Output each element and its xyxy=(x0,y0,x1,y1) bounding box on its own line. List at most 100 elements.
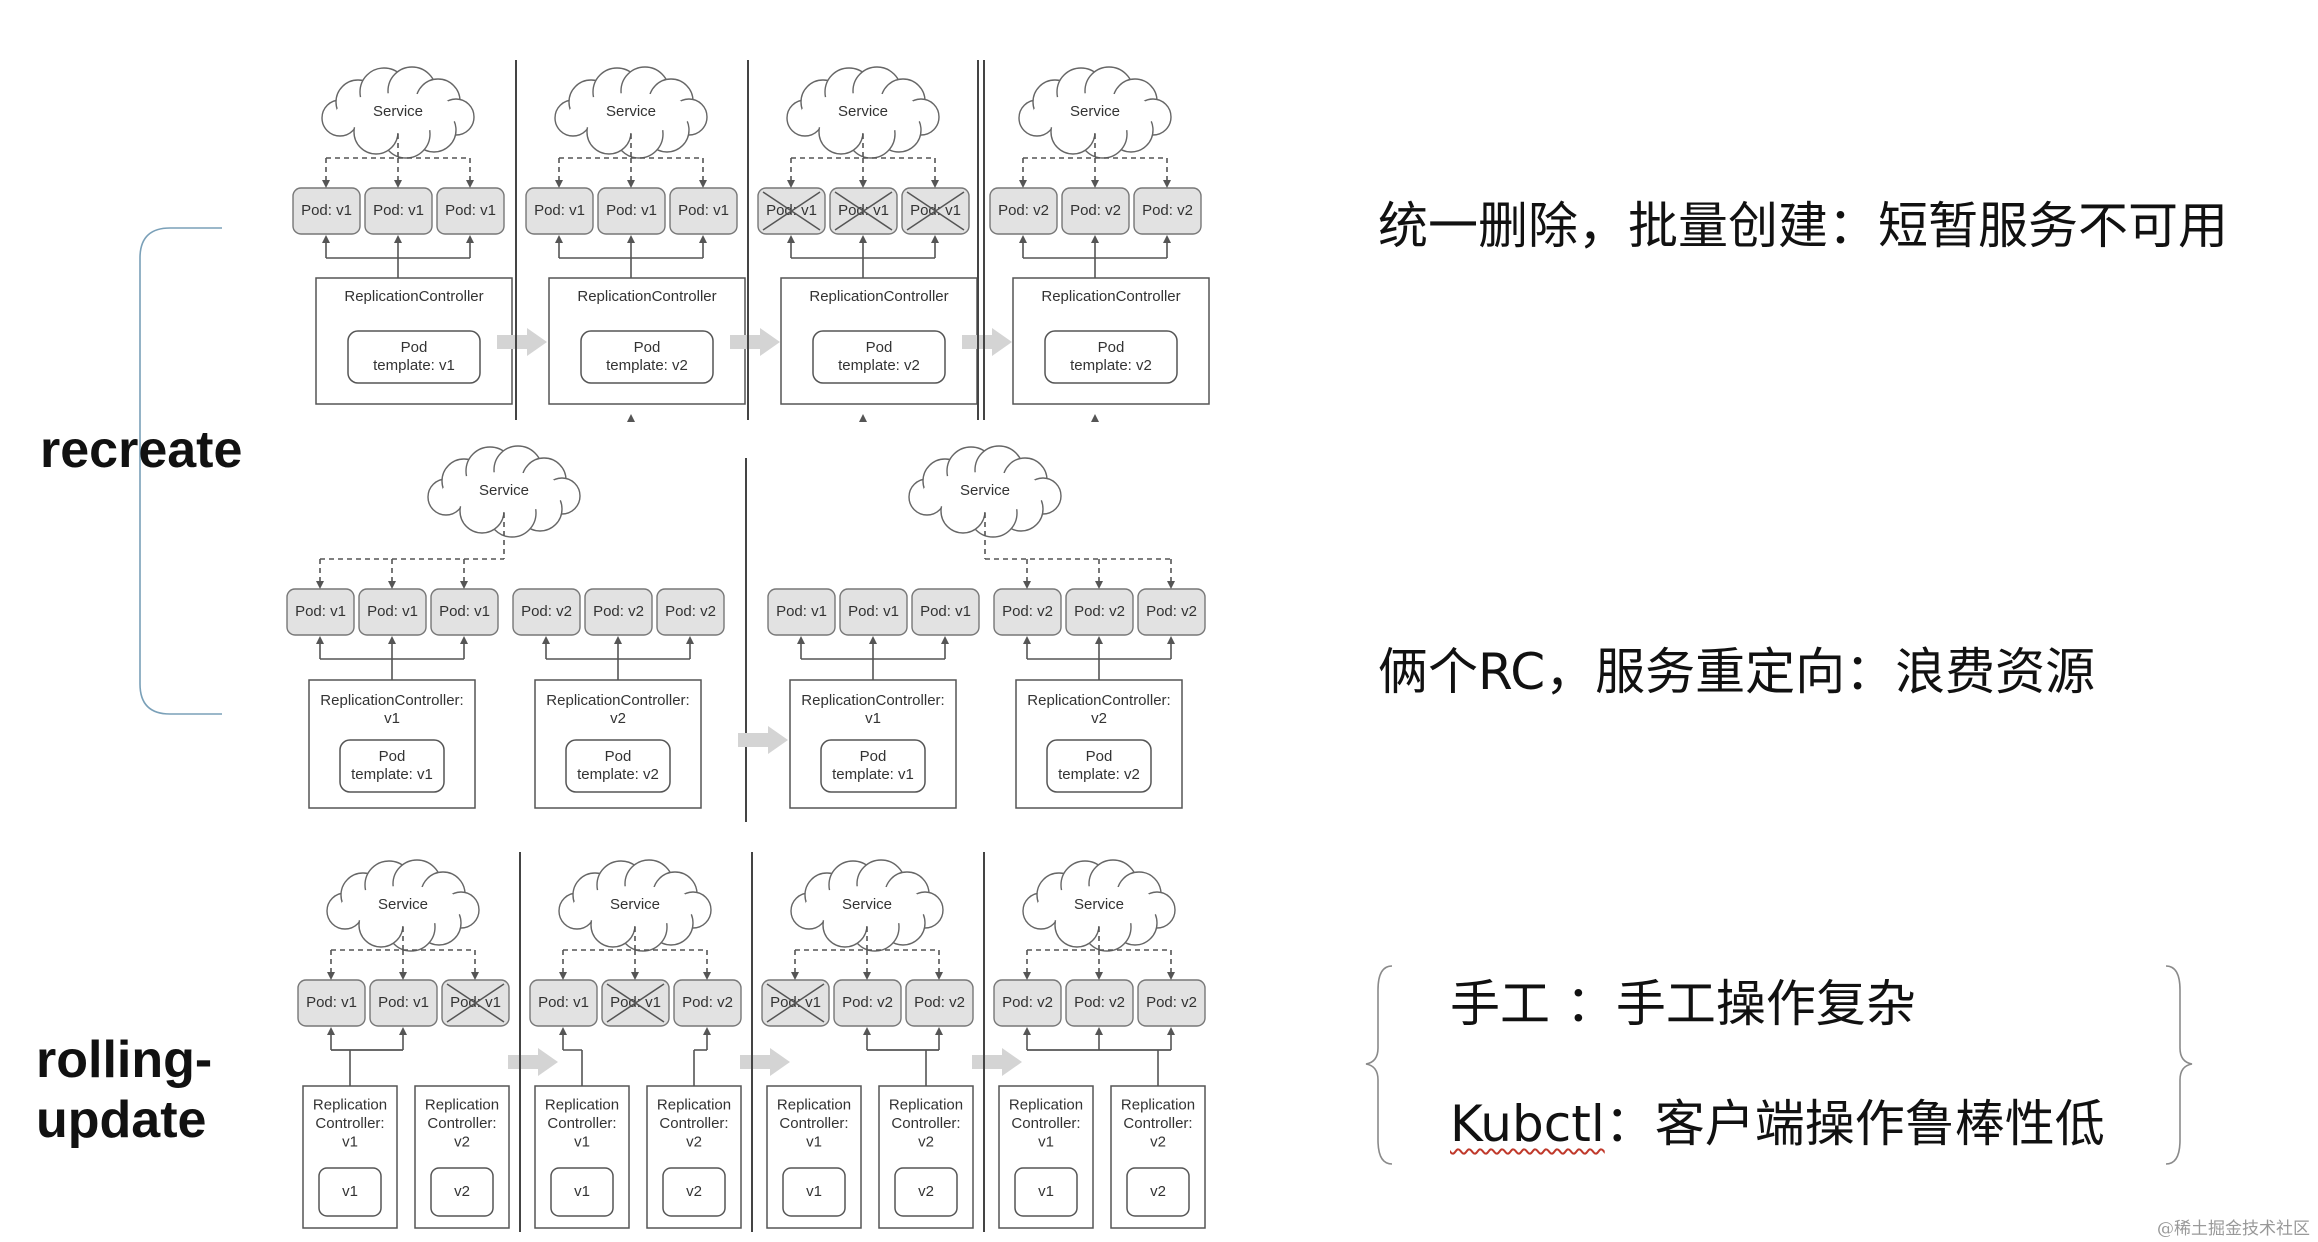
pod-template-label: v2 xyxy=(918,1183,934,1200)
service-cloud xyxy=(790,859,944,952)
service-label: Service xyxy=(1070,103,1120,120)
link-arrowhead xyxy=(460,581,468,589)
service-label: Service xyxy=(479,482,529,499)
template-change-marker xyxy=(859,414,867,422)
rc-label: ReplicationController:v2 xyxy=(1027,692,1170,727)
transition-arrow xyxy=(497,328,547,356)
link-arrowhead xyxy=(859,235,867,243)
pod-template-label: v2 xyxy=(454,1183,470,1200)
pod-box xyxy=(911,588,980,636)
pod-template-box xyxy=(318,1167,382,1217)
pod-box xyxy=(1137,979,1206,1027)
pod-template-box xyxy=(1126,1167,1190,1217)
link-arrowhead xyxy=(1095,1027,1103,1035)
service-cloud xyxy=(554,66,708,159)
link-arrowhead xyxy=(466,235,474,243)
service-cloud xyxy=(558,859,712,952)
link-arrowhead xyxy=(935,1027,943,1035)
pod-template-label: v1 xyxy=(806,1183,822,1200)
link-arrowhead xyxy=(797,636,805,644)
cloud-fill xyxy=(801,93,925,133)
pod-label: Pod: v1 xyxy=(301,202,352,219)
pod-template-box xyxy=(550,1167,614,1217)
pod-template-box xyxy=(894,1167,958,1217)
rc-label: ReplicationController:v2 xyxy=(546,692,689,727)
service-label: Service xyxy=(1074,896,1124,913)
pod-template-box xyxy=(580,330,714,384)
link-arrowhead xyxy=(791,972,799,980)
service-cloud xyxy=(326,859,480,952)
cloud-fill xyxy=(1037,886,1161,926)
pod-box xyxy=(364,187,433,235)
pod-deleted-cross xyxy=(834,191,893,231)
pod-template-box xyxy=(820,739,926,793)
pod-label: Pod: v1 xyxy=(538,994,589,1011)
link-arrowhead xyxy=(631,972,639,980)
pod-deleted-cross xyxy=(446,983,505,1023)
link-arrowhead xyxy=(1091,180,1099,188)
pod-label: Pod: v1 xyxy=(367,603,418,620)
cloud-fill xyxy=(336,93,460,133)
service-cloud xyxy=(321,66,475,159)
pod-box xyxy=(286,588,355,636)
link-arrowhead xyxy=(316,581,324,589)
pod-box xyxy=(989,187,1058,235)
cloud-fill xyxy=(923,472,1047,512)
pod-label: Pod: v1 xyxy=(606,202,657,219)
pod-template-label: v1 xyxy=(342,1183,358,1200)
pod-deleted-cross xyxy=(906,191,965,231)
link-arrowhead xyxy=(322,235,330,243)
pod-template-box xyxy=(430,1167,494,1217)
link-arrowhead xyxy=(686,636,694,644)
left-brace xyxy=(1365,965,1393,1165)
rc-label: ReplicationController xyxy=(1041,288,1180,305)
pod-box xyxy=(839,588,908,636)
link-arrowhead xyxy=(931,235,939,243)
pod-deleted-cross xyxy=(762,191,821,231)
link-arrowhead xyxy=(1023,972,1031,980)
service-label: Service xyxy=(960,482,1010,499)
pod-box xyxy=(1061,187,1130,235)
pod-label: Pod: v1 xyxy=(373,202,424,219)
pod-label: Pod: v2 xyxy=(1002,994,1053,1011)
pod-label: Pod: v2 xyxy=(998,202,1049,219)
transition-arrow xyxy=(962,328,1012,356)
link-arrowhead xyxy=(388,636,396,644)
pod-box xyxy=(1133,187,1202,235)
rc-label: ReplicationController:v1 xyxy=(320,692,463,727)
pod-box xyxy=(436,187,505,235)
link-arrowhead xyxy=(399,972,407,980)
link-arrowhead xyxy=(1163,180,1171,188)
link-arrowhead xyxy=(703,1027,711,1035)
recreate-bracket xyxy=(139,227,222,715)
pod-box xyxy=(430,588,499,636)
pod-box xyxy=(1065,979,1134,1027)
link-arrowhead xyxy=(941,636,949,644)
pod-label: Pod: v2 xyxy=(842,994,893,1011)
service-cloud xyxy=(1018,66,1172,159)
service-cloud xyxy=(1022,859,1176,952)
pod-template-box xyxy=(565,739,671,793)
service-label: Service xyxy=(842,896,892,913)
pod-template-label: v2 xyxy=(1150,1183,1166,1200)
pod-template-box xyxy=(1044,330,1178,384)
pod-box xyxy=(993,588,1062,636)
pod-label: Pod: v1 xyxy=(848,603,899,620)
pod-template-box xyxy=(1046,739,1152,793)
pod-box xyxy=(584,588,653,636)
pod-template-box xyxy=(662,1167,726,1217)
service-label: Service xyxy=(606,103,656,120)
service-cloud xyxy=(427,445,581,538)
pod-box xyxy=(1065,588,1134,636)
link-arrowhead xyxy=(394,235,402,243)
